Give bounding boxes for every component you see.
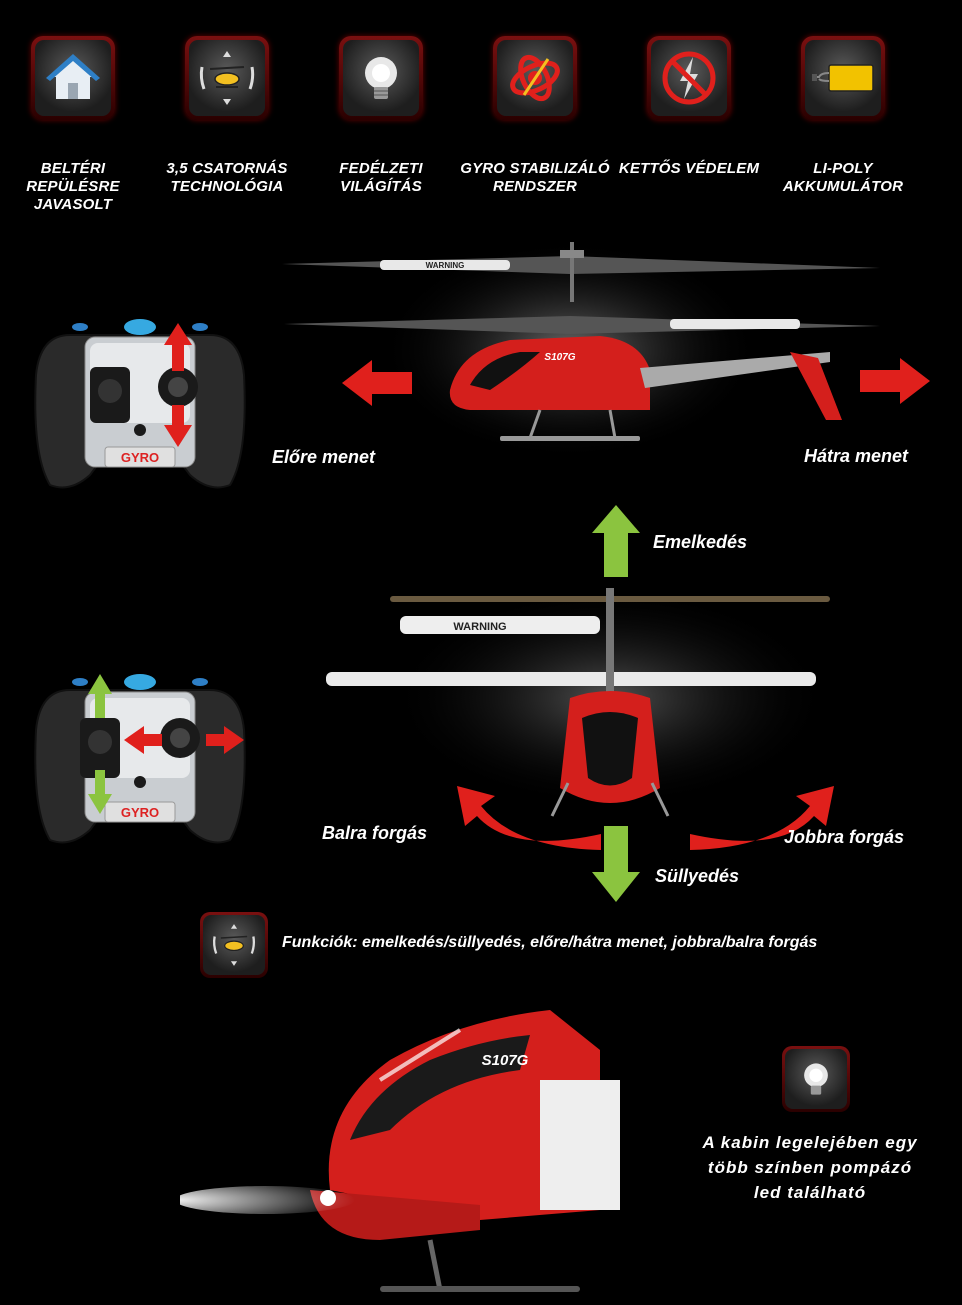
feature-label: FEDÉLZETI VILÁGÍTÁS: [339, 160, 423, 195]
blade-warning-label: WARNING: [453, 621, 506, 633]
house-icon: [46, 54, 100, 99]
battery-icon: [812, 64, 874, 92]
light-bulb-icon: [804, 1063, 828, 1095]
arrow-up-icon: [592, 505, 640, 577]
functions-text: Funkciók: emelkedés/süllyedés, előre/hát…: [282, 934, 818, 951]
feature-lighting: FEDÉLZETI VILÁGÍTÁS: [306, 36, 456, 196]
remote-brand-label: GYRO: [121, 805, 159, 820]
helicopter-controls-icon: [212, 924, 256, 966]
led-icon-box: [782, 1046, 850, 1112]
feature-channels: 3,5 CSATORNÁS TECHNOLÓGIA: [152, 36, 302, 196]
arrow-forward-icon: [342, 360, 412, 406]
up-label: Emelkedés: [653, 532, 748, 552]
feature-label: 3,5 CSATORNÁS TECHNOLÓGIA: [166, 160, 288, 195]
remote-controller-top: GYRO: [34, 319, 246, 489]
gyro-icon: [510, 54, 560, 102]
rotate-right-label: Jobbra forgás: [784, 827, 905, 847]
feature-gyro: GYRO STABILIZÁLÓ RENDSZER: [460, 36, 610, 196]
feature-label: BELTÉRI REPÜLÉSRE JAVASOLT: [26, 160, 120, 213]
helicopter-side-view: WARNING S107G: [282, 240, 880, 455]
rotate-left-icon: [457, 786, 601, 850]
rotate-right-icon: [690, 786, 834, 850]
blade-warning-label: WARNING: [426, 261, 465, 270]
no-lightning-icon: [662, 51, 716, 105]
heli-model-label: S107G: [544, 352, 575, 363]
cockpit-closeup: S107G: [180, 1010, 620, 1292]
feature-label: KETTŐS VÉDELEM: [618, 160, 760, 177]
led-note: A kabin legelejében egy több színben pom…: [702, 1133, 918, 1202]
backward-label: Hátra menet: [804, 446, 909, 466]
feature-label: GYRO STABILIZÁLÓ RENDSZER: [460, 160, 610, 195]
helicopter-controls-icon: [199, 51, 255, 105]
light-bulb-icon: [365, 57, 397, 99]
arrow-backward-icon: [860, 358, 930, 404]
down-label: Süllyedés: [655, 866, 740, 886]
remote-brand-label: GYRO: [121, 450, 159, 465]
remote-controller-bottom: GYRO: [34, 674, 246, 844]
rotate-left-label: Balra forgás: [322, 823, 428, 843]
arrow-down-icon: [592, 826, 640, 902]
cockpit-model-label: S107G: [482, 1052, 529, 1069]
functions-icon-box: [200, 912, 268, 978]
helicopter-front-view: WARNING: [326, 588, 830, 817]
forward-label: Előre menet: [272, 447, 376, 467]
feature-label: LI-POLY AKKUMULÁTOR: [782, 160, 904, 195]
feature-battery: LI-POLY AKKUMULÁTOR: [768, 36, 918, 196]
feature-protection: KETTŐS VÉDELEM: [614, 36, 764, 178]
feature-indoor: BELTÉRI REPÜLÉSRE JAVASOLT: [0, 36, 148, 214]
